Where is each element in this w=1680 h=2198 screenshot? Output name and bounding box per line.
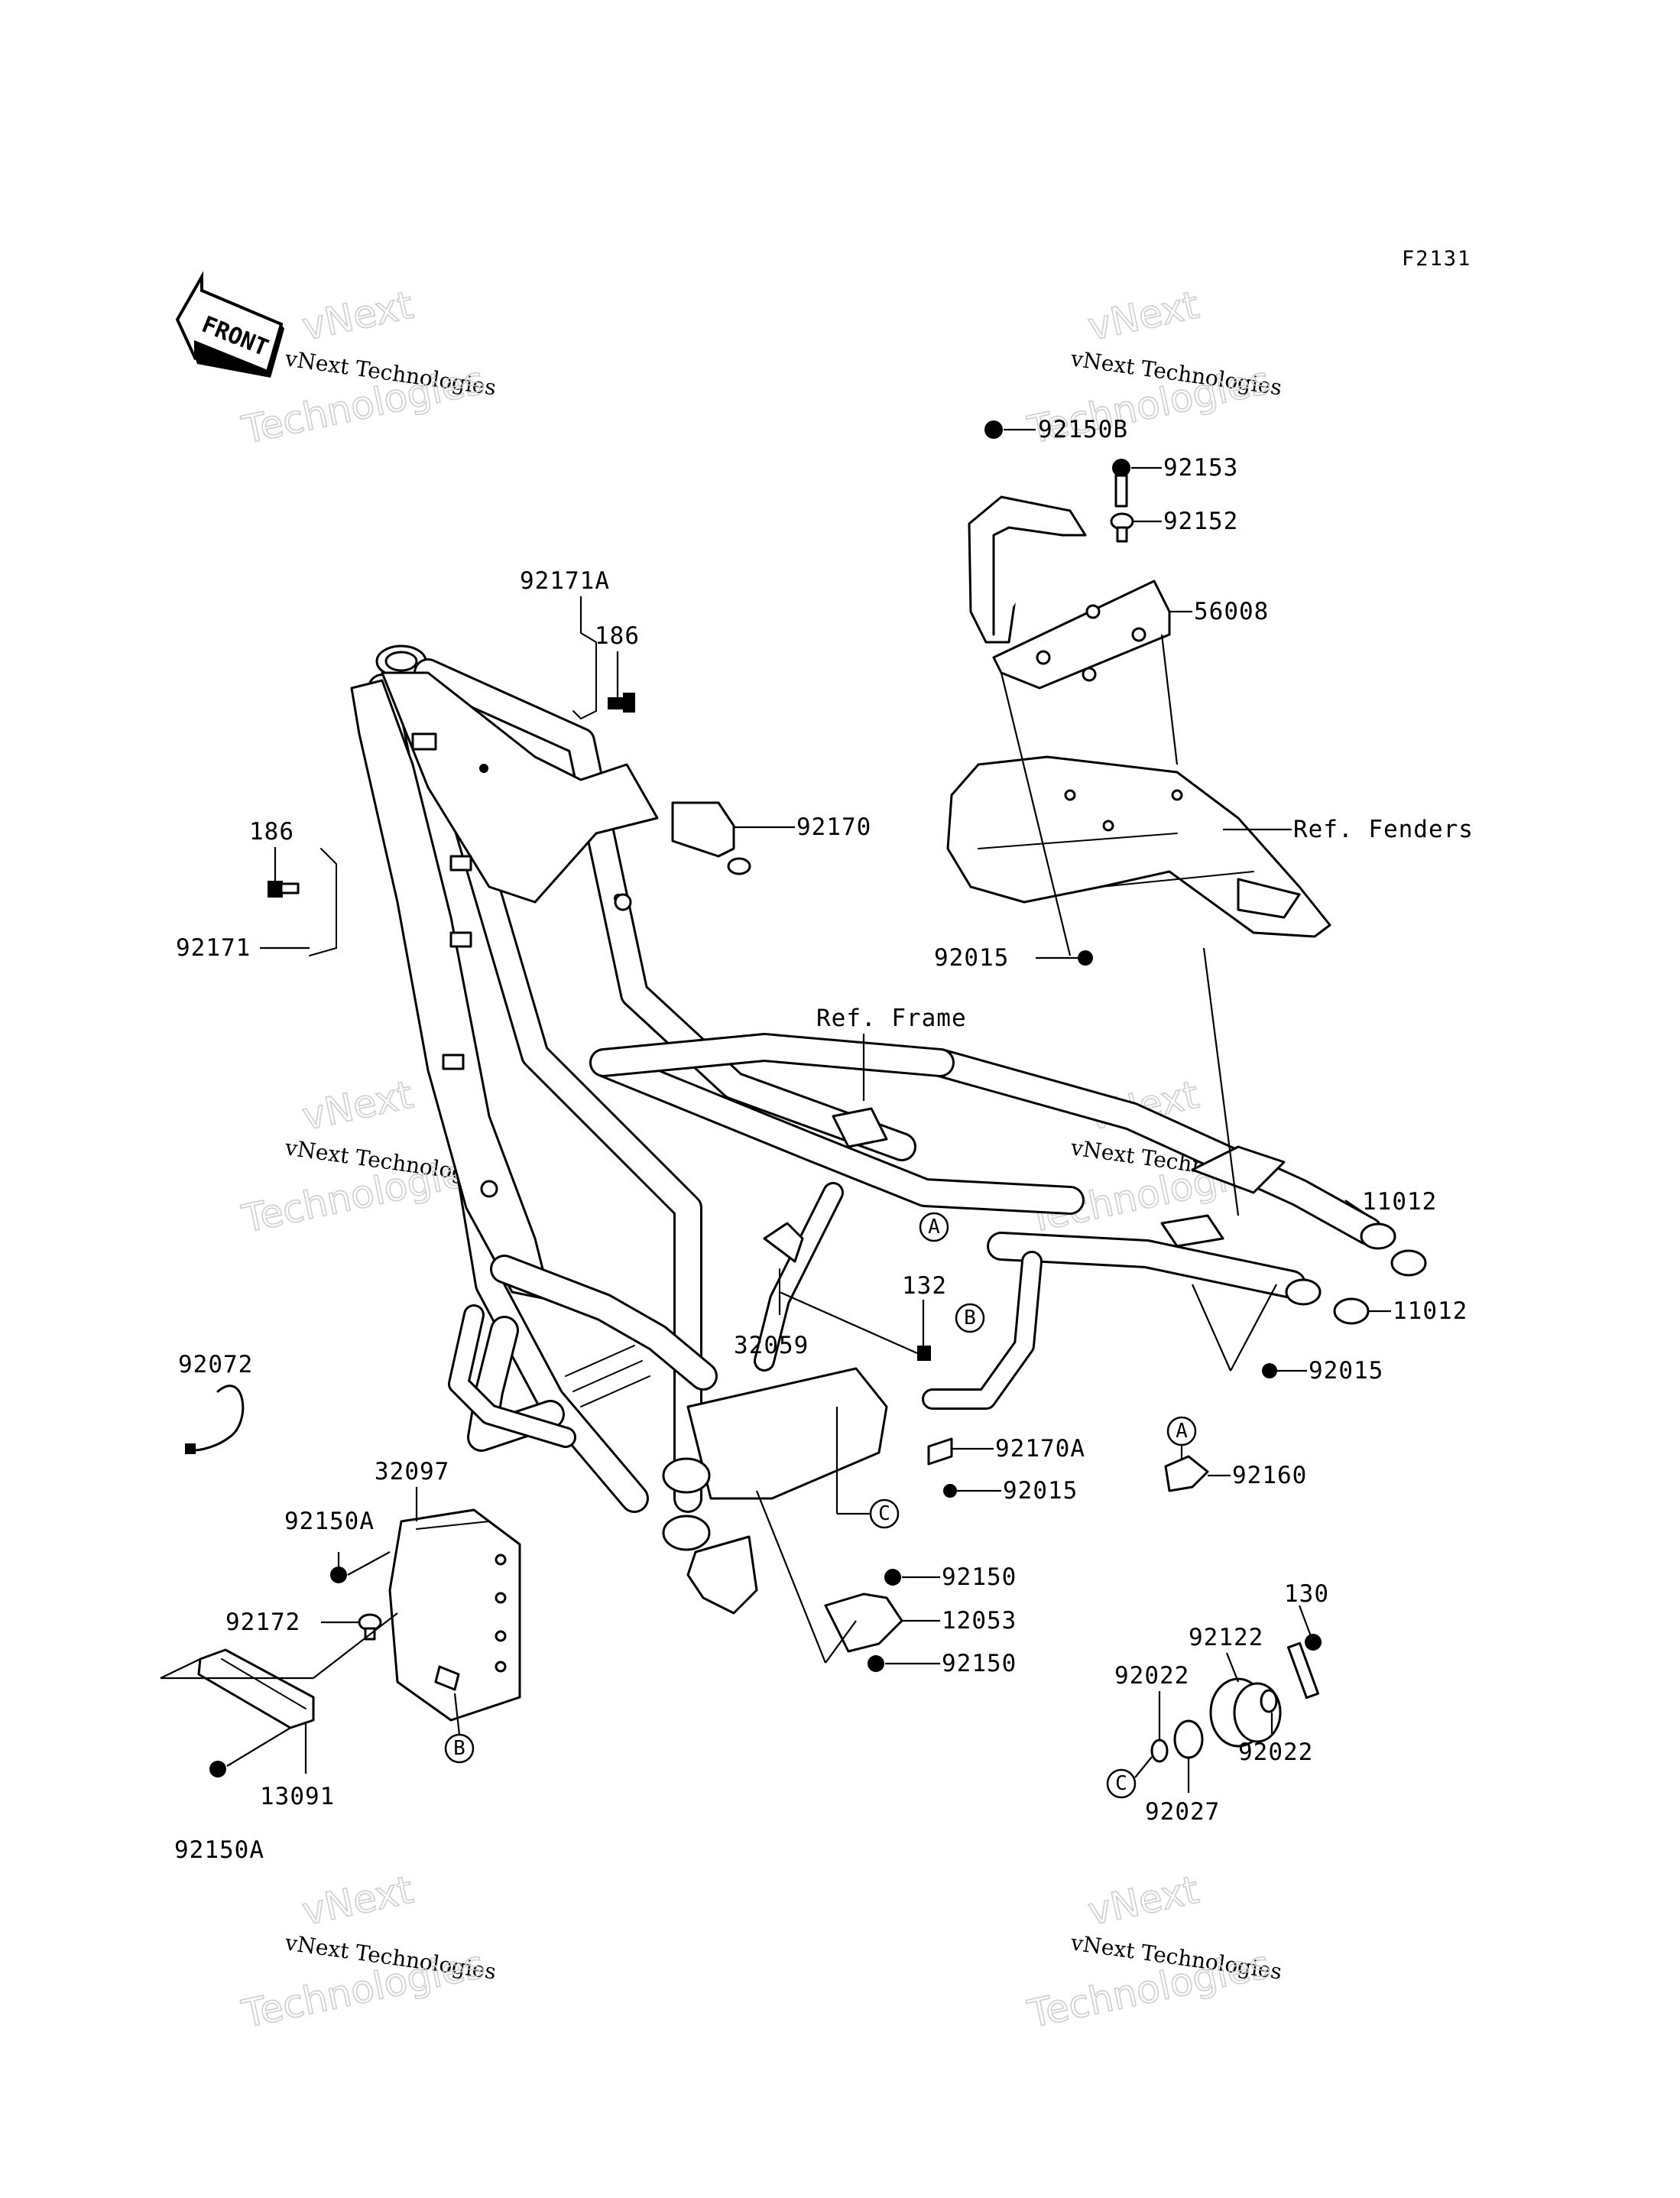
part-11012-lower-drawing <box>1333 1297 1370 1325</box>
part-130-drawing <box>1287 1634 1322 1700</box>
label-92150a-upper: 92150A <box>284 1508 375 1535</box>
svg-text:C: C <box>1115 1772 1127 1795</box>
label-92160: 92160 <box>1232 1462 1307 1489</box>
part-32097-drawing <box>388 1508 521 1722</box>
label-92122: 92122 <box>1189 1624 1263 1651</box>
callout-b-cover: B <box>444 1693 475 1764</box>
part-92015-right-drawing <box>1262 1363 1277 1378</box>
label-92172: 92172 <box>225 1609 300 1636</box>
label-92171a: 92171A <box>520 567 610 595</box>
label-92015-top: 92015 <box>934 944 1009 972</box>
label-92153: 92153 <box>1163 454 1238 482</box>
callout-a-92160: A <box>1166 1416 1197 1460</box>
label-186-left: 186 <box>249 818 294 846</box>
part-92150-lower-drawing <box>868 1655 884 1672</box>
label-32059: 32059 <box>734 1332 809 1359</box>
part-92150a-lower-drawing <box>209 1761 226 1778</box>
part-132-drawing <box>917 1346 931 1361</box>
part-56008-drawing <box>968 495 1171 690</box>
svg-text:B: B <box>453 1737 465 1760</box>
main-frame-drawing <box>350 644 1396 1615</box>
svg-text:vNext: vNext <box>1084 1868 1202 1934</box>
label-11012-lower: 11012 <box>1393 1297 1468 1325</box>
figure-code: F2131 <box>1402 247 1471 271</box>
svg-text:A: A <box>1176 1420 1188 1443</box>
part-92171a-drawing <box>572 632 597 720</box>
part-labels: 92150B 92153 92152 56008 Ref. Fenders 92… <box>174 416 1474 1864</box>
label-92150a-lower: 92150A <box>174 1836 264 1864</box>
part-92150b-drawing <box>984 420 1003 439</box>
label-11012-upper: 11012 <box>1362 1188 1437 1216</box>
watermark-bottom-left: vNext vNext Technologies Technologies <box>238 1867 498 2037</box>
label-92170a: 92170A <box>995 1435 1085 1463</box>
label-92072: 92072 <box>178 1351 253 1378</box>
part-92150-upper-drawing <box>884 1569 901 1586</box>
label-ref-fenders: Ref. Fenders <box>1293 816 1474 843</box>
callout-c-frame: C <box>869 1498 900 1529</box>
part-11012-upper-drawing <box>1390 1249 1427 1277</box>
callout-b-frame: B <box>955 1303 985 1333</box>
part-92072-drawing <box>185 1385 245 1454</box>
part-186-left-drawing <box>268 881 300 898</box>
label-92152: 92152 <box>1163 508 1238 535</box>
label-ref-frame: Ref. Frame <box>816 1005 967 1032</box>
label-132: 132 <box>902 1272 947 1300</box>
callout-a-frame: A <box>919 1212 949 1242</box>
part-32059-drawing <box>763 1222 804 1293</box>
svg-text:B: B <box>964 1307 976 1330</box>
leader-lines <box>160 428 1391 1793</box>
label-92022-left: 92022 <box>1114 1662 1189 1690</box>
part-186-top-drawing <box>608 693 635 713</box>
label-12053: 12053 <box>942 1607 1017 1635</box>
label-92170: 92170 <box>796 813 871 841</box>
svg-text:A: A <box>928 1216 940 1239</box>
label-13091: 13091 <box>260 1783 335 1810</box>
part-92022-right-drawing <box>1260 1689 1278 1713</box>
label-56008: 56008 <box>1194 598 1269 625</box>
svg-text:vNext: vNext <box>298 1868 417 1934</box>
label-186-top: 186 <box>595 622 640 650</box>
label-92015-lower: 92015 <box>1003 1477 1078 1505</box>
label-92015-right: 92015 <box>1309 1357 1383 1385</box>
label-32097: 32097 <box>375 1458 449 1485</box>
watermark-bottom-right: vNext vNext Technologies Technologies <box>1023 1867 1283 2037</box>
part-92022-left-drawing <box>1150 1739 1169 1763</box>
part-13091-drawing <box>197 1648 315 1729</box>
watermark-top-left: vNext vNext Technologies Technologies <box>238 282 498 453</box>
svg-text:vNext: vNext <box>298 283 417 349</box>
part-92150a-upper-drawing <box>330 1567 347 1583</box>
part-92152-drawing <box>1110 512 1134 543</box>
svg-text:vNext: vNext <box>298 1073 417 1139</box>
label-92150-upper: 92150 <box>942 1563 1017 1591</box>
part-12053-drawing <box>824 1592 903 1653</box>
part-92171-drawing <box>309 848 337 956</box>
callout-c-92022: C <box>1106 1756 1153 1799</box>
label-92027: 92027 <box>1145 1798 1220 1826</box>
svg-text:C: C <box>878 1502 890 1525</box>
label-92171: 92171 <box>176 934 251 962</box>
part-92015-lower-drawing <box>943 1484 957 1498</box>
label-92150b: 92150B <box>1038 416 1128 443</box>
part-92015-top-drawing <box>1078 950 1093 966</box>
label-130: 130 <box>1284 1580 1329 1608</box>
label-92022-right: 92022 <box>1238 1739 1313 1766</box>
part-92153-drawing <box>1112 459 1130 508</box>
fender-drawing <box>946 755 1331 938</box>
svg-text:vNext: vNext <box>1084 283 1202 349</box>
label-92150-lower: 92150 <box>942 1650 1017 1677</box>
front-arrow-icon: FRONT <box>175 271 284 378</box>
part-92170-drawing <box>671 801 751 875</box>
part-92027-drawing <box>1173 1719 1204 1759</box>
part-92170a-drawing <box>927 1437 953 1466</box>
part-92160-drawing <box>1164 1455 1209 1492</box>
